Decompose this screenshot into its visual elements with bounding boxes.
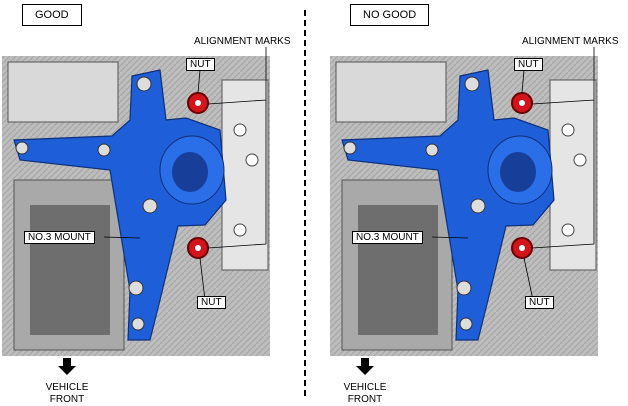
panel-divider xyxy=(304,10,306,396)
no3-mount-label: NO.3 MOUNT xyxy=(24,231,95,244)
alignment-mark-bottom xyxy=(195,245,201,251)
nut-top-label: NUT xyxy=(186,58,215,71)
leader-line-nut-bottom xyxy=(199,257,206,301)
leader-line-align-bottom xyxy=(207,100,267,249)
engine-block-upper xyxy=(7,61,119,123)
bolt-hole xyxy=(233,123,247,137)
leader-line-mount xyxy=(103,236,141,239)
bracket-hole xyxy=(15,141,29,155)
transmission-housing xyxy=(549,79,597,271)
bracket-hole xyxy=(142,198,158,214)
panel-good: GOOD xyxy=(0,0,300,406)
engine-illustration-no-good xyxy=(330,46,598,356)
leader-line-nut-bottom xyxy=(523,257,534,301)
bolt-hole xyxy=(233,223,247,237)
engine-dark-panel xyxy=(30,205,110,335)
bolt-hole xyxy=(561,223,575,237)
leader-line-mount xyxy=(431,236,469,239)
no3-mount-bracket xyxy=(13,69,227,341)
leader-line-nut-top xyxy=(521,69,525,94)
bolt-hole xyxy=(573,153,587,167)
bracket-hole xyxy=(464,76,480,92)
engine-dark-panel xyxy=(358,205,438,335)
vehicle-label: VEHICLE xyxy=(343,382,387,393)
mount-bushing-center xyxy=(172,152,208,192)
bracket-hole xyxy=(456,280,472,296)
vehicle-front-indicator: VEHICLE FRONT xyxy=(40,358,94,406)
alignment-mark-bottom xyxy=(519,245,525,251)
leader-line-align-bottom xyxy=(531,100,595,249)
alignment-marks-label: ALIGNMENT MARKS xyxy=(192,36,293,47)
status-box-good: GOOD xyxy=(22,4,82,26)
bracket-hole xyxy=(343,141,357,155)
panel-no-good: NO GOOD ALIGNMENT MARK xyxy=(328,0,628,406)
alignment-marks-label: ALIGNMENT MARKS xyxy=(520,36,621,47)
nut-bottom-label: NUT xyxy=(525,296,554,309)
nut-bottom-label: NUT xyxy=(197,296,226,309)
engine-illustration-good xyxy=(2,46,270,356)
bracket-hole xyxy=(131,317,145,331)
bracket-hole xyxy=(136,76,152,92)
front-label: FRONT xyxy=(49,394,85,405)
bracket-hole xyxy=(470,198,486,214)
no3-mount-label: NO.3 MOUNT xyxy=(352,231,423,244)
bracket-hole xyxy=(425,143,439,157)
vehicle-label: VEHICLE xyxy=(45,382,89,393)
alignment-mark-top xyxy=(195,100,201,106)
bolt-hole xyxy=(561,123,575,137)
front-label: FRONT xyxy=(347,394,383,405)
no3-mount-bracket xyxy=(341,69,555,341)
bracket-hole xyxy=(97,143,111,157)
bolt-hole xyxy=(245,153,259,167)
transmission-housing xyxy=(221,79,269,271)
bracket-hole xyxy=(128,280,144,296)
engine-block-upper xyxy=(335,61,447,123)
leader-line-nut-top xyxy=(197,69,201,94)
status-box-no-good: NO GOOD xyxy=(350,4,430,26)
nut-top-label: NUT xyxy=(514,58,543,71)
vehicle-front-indicator: VEHICLE FRONT xyxy=(338,358,392,406)
bracket-hole xyxy=(459,317,473,331)
alignment-mark-top xyxy=(519,100,525,106)
mount-bushing-center xyxy=(500,152,536,192)
